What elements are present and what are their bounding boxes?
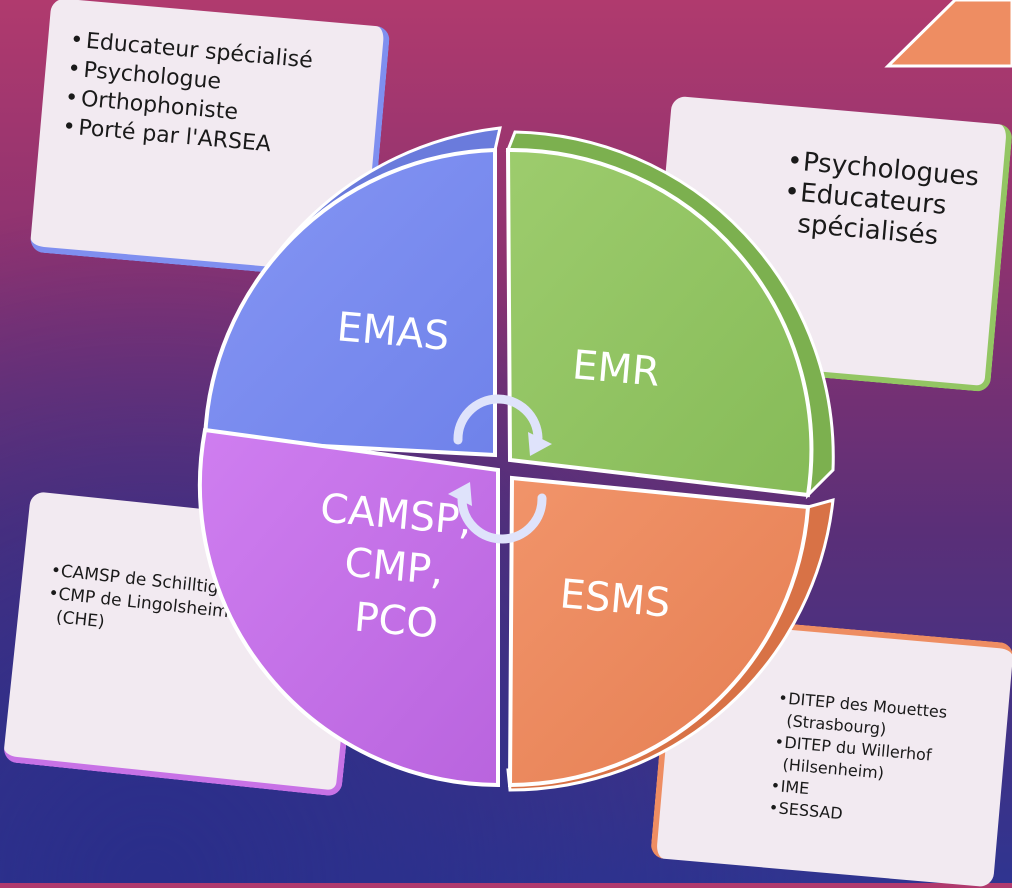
emas-segment — [202, 147, 497, 458]
camsp-segment — [197, 427, 500, 788]
cycle-arrows-icon — [448, 394, 552, 544]
esms-segment — [507, 475, 811, 788]
esms-label: ESMS — [558, 571, 672, 626]
emr-label: EMR — [571, 342, 662, 395]
emr-segment — [505, 147, 814, 498]
camsp-label-line-3: PCO — [353, 594, 440, 647]
camsp-label-line-2: CMP, — [343, 540, 446, 594]
emas-label: EMAS — [335, 304, 451, 360]
